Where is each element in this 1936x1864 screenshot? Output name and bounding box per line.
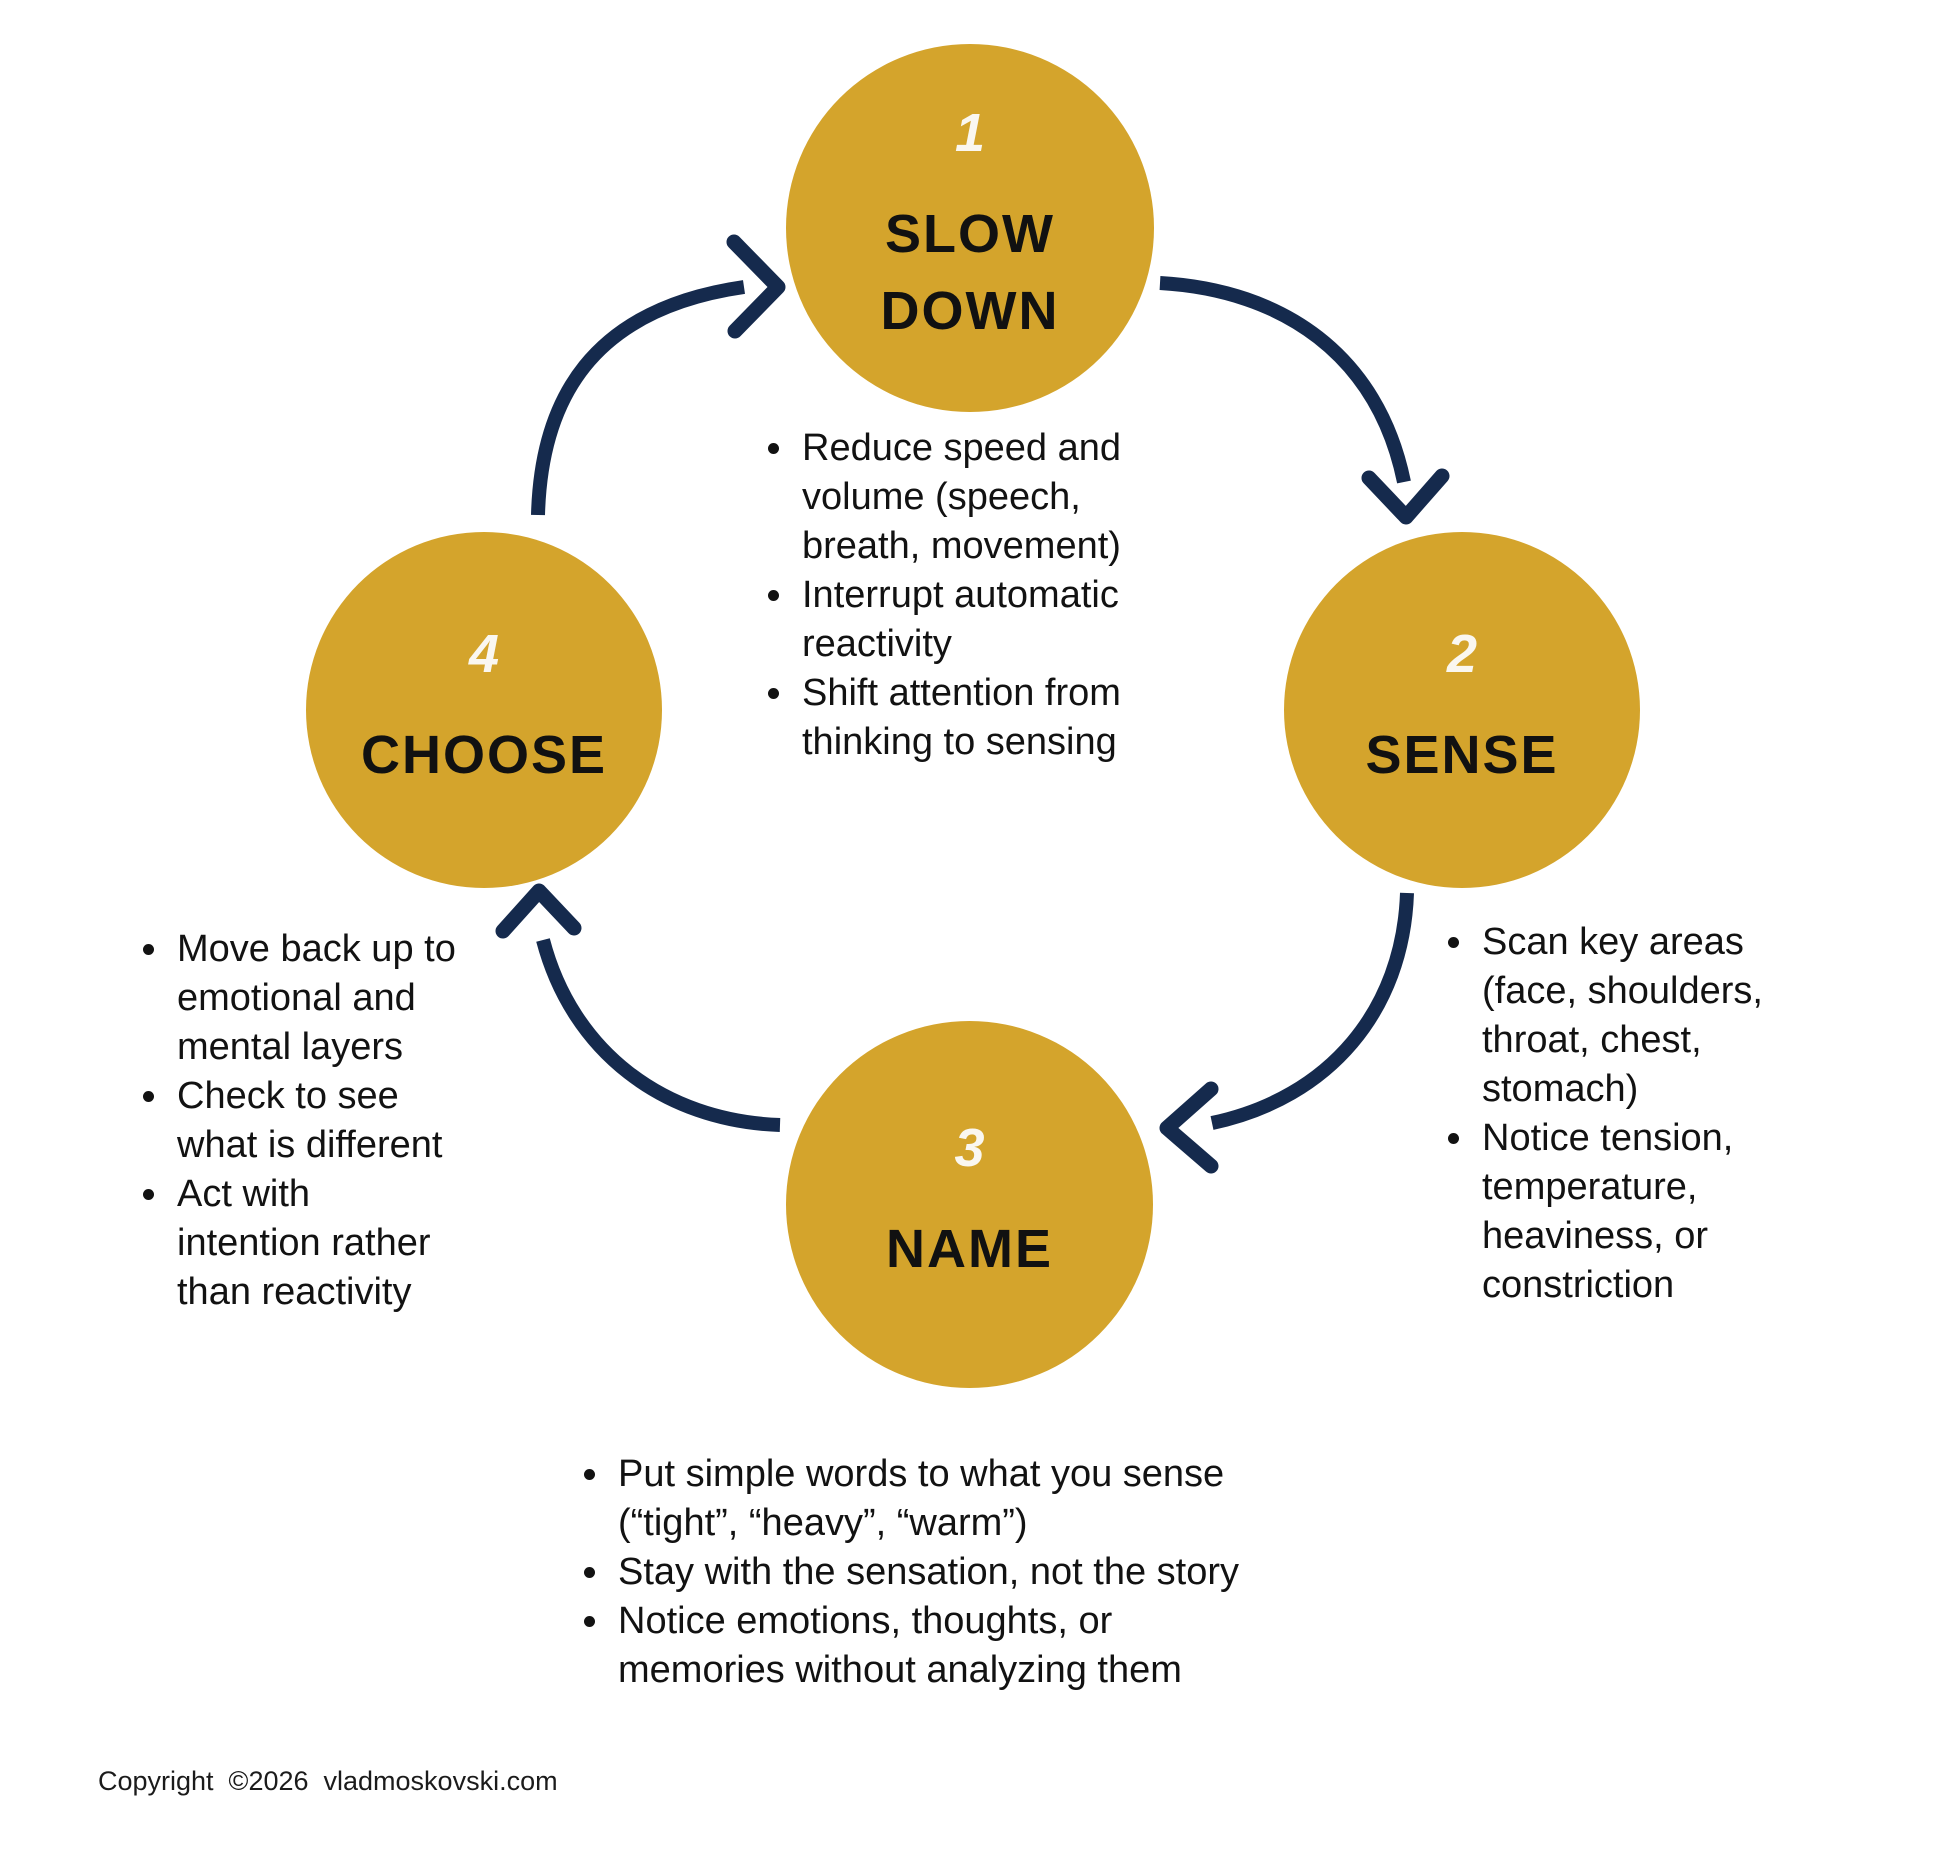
- list-item: Move back up to emotional and mental lay…: [137, 925, 557, 1072]
- list-item: Notice tension, temperature, heaviness, …: [1442, 1114, 1862, 1310]
- copyright-text: Copyright ©2026 vladmoskovski.com: [98, 1766, 558, 1796]
- step-label: NAME: [886, 1219, 1053, 1280]
- step-circle-name: 3 NAME: [786, 1021, 1153, 1388]
- arrow-shaft: [1210, 892, 1414, 1130]
- step-circle-choose: 4 CHOOSE: [306, 532, 662, 888]
- list-item: Notice emotions, thoughts, or memories w…: [578, 1597, 1358, 1695]
- list-item: Scan key areas (face, shoulders, throat,…: [1442, 918, 1862, 1114]
- bullet-text: Put simple words to what you sense (“tig…: [618, 1453, 1225, 1544]
- step-label: SLOW DOWN: [880, 204, 1060, 341]
- arrow-head-down-icon: [1361, 468, 1450, 525]
- step-number: 4: [468, 623, 500, 684]
- arrow-slowdown-to-sense: [1159, 276, 1450, 525]
- step-label: CHOOSE: [360, 724, 608, 785]
- list-item: Interrupt automatic reactivity: [762, 571, 1202, 669]
- step-label: SENSE: [1365, 724, 1559, 785]
- step-number: 1: [954, 103, 986, 164]
- bullet-text: Notice tension, temperature, heaviness, …: [1482, 1117, 1734, 1306]
- bullet-text: Reduce speed and volume (speech, breath,…: [802, 427, 1122, 567]
- name-bullet-list: Put simple words to what you sense (“tig…: [578, 1450, 1358, 1695]
- step-number: 3: [954, 1118, 985, 1179]
- arrow-head-left-icon: [1159, 1081, 1219, 1174]
- step-circle-slow-down: 1 SLOW DOWN: [786, 44, 1154, 412]
- arrow-head-right-icon: [726, 234, 786, 339]
- list-item: Stay with the sensation, not the story: [578, 1548, 1358, 1597]
- list-item: Reduce speed and volume (speech, breath,…: [762, 424, 1202, 571]
- list-item: Put simple words to what you sense (“tig…: [578, 1450, 1358, 1548]
- list-item: Check to see what is different: [137, 1072, 557, 1170]
- bullet-text: Check to see what is different: [177, 1075, 443, 1166]
- bullet-text: Act with intention rather than reactivit…: [177, 1173, 431, 1313]
- bullet-text: Notice emotions, thoughts, or memories w…: [618, 1600, 1182, 1691]
- arrow-sense-to-name: [1159, 892, 1414, 1174]
- step-circle-sense: 2 SENSE: [1284, 532, 1640, 888]
- step-number: 2: [1446, 623, 1478, 684]
- choose-bullet-list: Move back up to emotional and mental lay…: [137, 925, 557, 1317]
- list-item: Act with intention rather than reactivit…: [137, 1170, 557, 1317]
- slow-down-bullet-list: Reduce speed and volume (speech, breath,…: [762, 424, 1202, 767]
- bullet-text: Scan key areas (face, shoulders, throat,…: [1482, 921, 1763, 1110]
- arrow-choose-to-slowdown: [531, 234, 786, 516]
- bullet-text: Stay with the sensation, not the story: [618, 1551, 1240, 1593]
- arrow-shaft: [536, 938, 781, 1132]
- bullet-text: Interrupt automatic reactivity: [802, 574, 1119, 665]
- sense-bullet-list: Scan key areas (face, shoulders, throat,…: [1442, 918, 1862, 1310]
- bullet-text: Shift attention from thinking to sensing: [802, 672, 1121, 763]
- arrow-shaft: [531, 280, 746, 516]
- bullet-text: Move back up to emotional and mental lay…: [177, 928, 456, 1068]
- list-item: Shift attention from thinking to sensing: [762, 669, 1202, 767]
